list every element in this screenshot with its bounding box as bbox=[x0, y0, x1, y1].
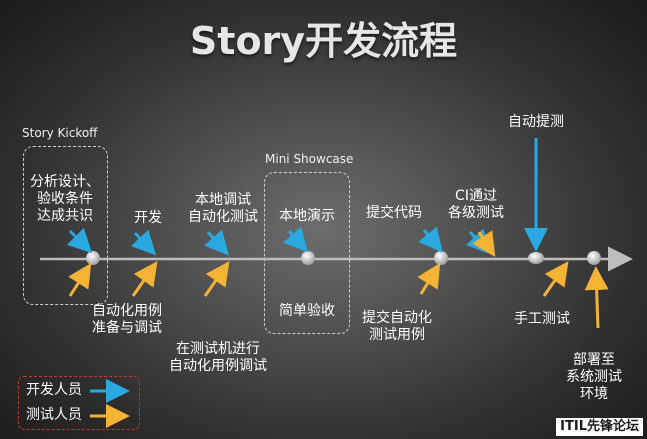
step-local-test-line1: 本地调试 bbox=[195, 192, 251, 208]
tester-arrow-test-machine bbox=[203, 261, 230, 297]
step-local-test-line2: 自动化测试 bbox=[188, 209, 258, 225]
step-analysis: 分析设计、 验收条件 达成共识 bbox=[26, 174, 104, 225]
step-commit-case: 提交自动化 测试用例 bbox=[352, 310, 442, 344]
step-analysis-line1: 分析设计、 bbox=[30, 174, 100, 190]
showcase-label: Mini Showcase bbox=[265, 152, 354, 166]
milestone-deploy bbox=[587, 251, 601, 265]
milestone-kickoff bbox=[86, 251, 100, 265]
step-ci-line2: 各级测试 bbox=[448, 205, 504, 221]
step-commit-case-line1: 提交自动化 bbox=[362, 310, 432, 326]
step-analysis-line2: 验收条件 bbox=[37, 191, 93, 207]
legend-dev-label: 开发人员 bbox=[26, 382, 82, 398]
showcase-box bbox=[264, 172, 350, 334]
milestone-commit bbox=[434, 251, 448, 265]
dev-arrow-analysis bbox=[66, 227, 93, 254]
legend-box bbox=[18, 376, 140, 430]
dev-arrow-local-test bbox=[204, 229, 230, 256]
tester-arrow-manual bbox=[542, 261, 569, 297]
step-commit: 提交代码 bbox=[366, 205, 422, 221]
step-auto-case: 自动化用例 准备与调试 bbox=[82, 303, 172, 337]
tester-arrow-develop bbox=[131, 261, 158, 297]
step-auto-test: 自动提测 bbox=[508, 114, 564, 130]
step-ci-line1: CI通过 bbox=[455, 188, 497, 204]
step-deploy-line2: 系统测试 bbox=[566, 369, 622, 385]
tester-arrow-commit bbox=[417, 262, 441, 295]
milestone-auto-test bbox=[528, 252, 544, 264]
kickoff-box bbox=[23, 146, 108, 305]
tester-arrow-auto-case bbox=[68, 262, 92, 297]
step-auto-case-line1: 自动化用例 bbox=[92, 303, 162, 319]
step-deploy-line3: 环境 bbox=[580, 386, 608, 402]
milestone-demo bbox=[301, 251, 315, 265]
kickoff-label: Story Kickoff bbox=[22, 126, 98, 140]
step-deploy-line1: 部署至 bbox=[573, 352, 615, 368]
step-commit-case-line2: 测试用例 bbox=[369, 327, 425, 343]
step-deploy: 部署至 系统测试 环境 bbox=[558, 352, 630, 403]
step-manual-test: 手工测试 bbox=[514, 311, 570, 327]
step-test-machine: 在测试机进行 自动化用例调试 bbox=[160, 341, 276, 375]
dev-arrow-local-demo bbox=[283, 226, 308, 253]
page-title: Story开发流程 bbox=[189, 19, 458, 63]
tester-arrow-ci bbox=[472, 230, 496, 258]
tester-arrow-deploy bbox=[584, 266, 609, 329]
step-analysis-line3: 达成共识 bbox=[37, 208, 93, 224]
step-develop: 开发 bbox=[134, 210, 162, 226]
step-ci: CI通过 各级测试 bbox=[440, 188, 512, 222]
step-test-machine-line2: 自动化用例调试 bbox=[169, 358, 267, 374]
step-auto-case-line2: 准备与调试 bbox=[92, 320, 162, 336]
step-local-test: 本地调试 自动化测试 bbox=[178, 192, 268, 226]
dev-arrow-commit bbox=[418, 226, 443, 253]
step-test-machine-line1: 在测试机进行 bbox=[176, 341, 260, 357]
step-simple-accept: 简单验收 bbox=[279, 303, 335, 319]
watermark: ITIL先锋论坛 bbox=[556, 418, 643, 436]
step-local-demo: 本地演示 bbox=[279, 208, 335, 224]
dev-arrow-develop bbox=[130, 229, 157, 256]
legend-tester-label: 测试人员 bbox=[26, 407, 82, 423]
